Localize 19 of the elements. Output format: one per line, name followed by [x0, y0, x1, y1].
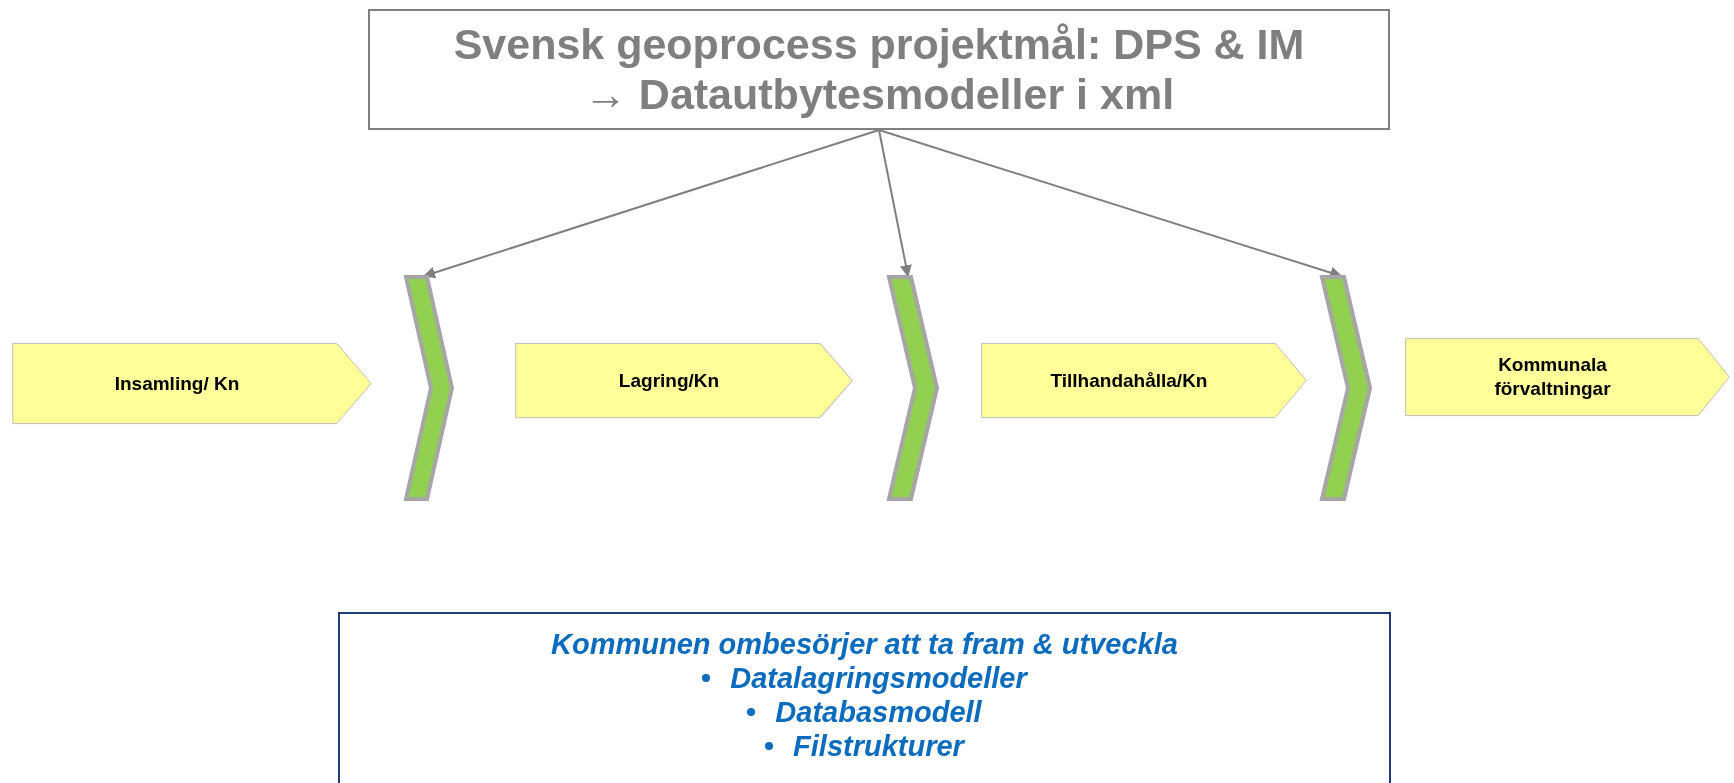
bullet-item: Datalagringsmodeller — [730, 661, 1027, 694]
process-arrow-shape — [980, 343, 1308, 418]
process-arrow-shape — [11, 343, 373, 424]
title-text: Svensk geoprocess projektmål: DPS & IM → Datautbytesmodeller i xml — [452, 20, 1306, 119]
chevron-shape — [888, 276, 938, 500]
process-arrow-shape — [1404, 338, 1731, 416]
bullet-item: Databasmodell — [775, 695, 982, 728]
step-label: Lagring/Kn — [618, 368, 721, 393]
note-box — [338, 612, 1391, 783]
title-box — [368, 9, 1390, 130]
step-label: Insamling/ Kn — [114, 371, 241, 396]
bullet-item: Filstrukturer — [793, 729, 964, 762]
step-label: Tillhandahålla/Kn — [1050, 368, 1209, 393]
process-arrow-shape — [514, 343, 854, 418]
chevron-shape — [405, 276, 453, 500]
step-label: Kommunala förvaltningar — [1493, 353, 1612, 401]
chevron-shape — [1321, 276, 1371, 500]
arrow — [423, 129, 880, 279]
note-heading: Kommunen ombesörjer att ta fram & utveckla — [551, 628, 1178, 660]
